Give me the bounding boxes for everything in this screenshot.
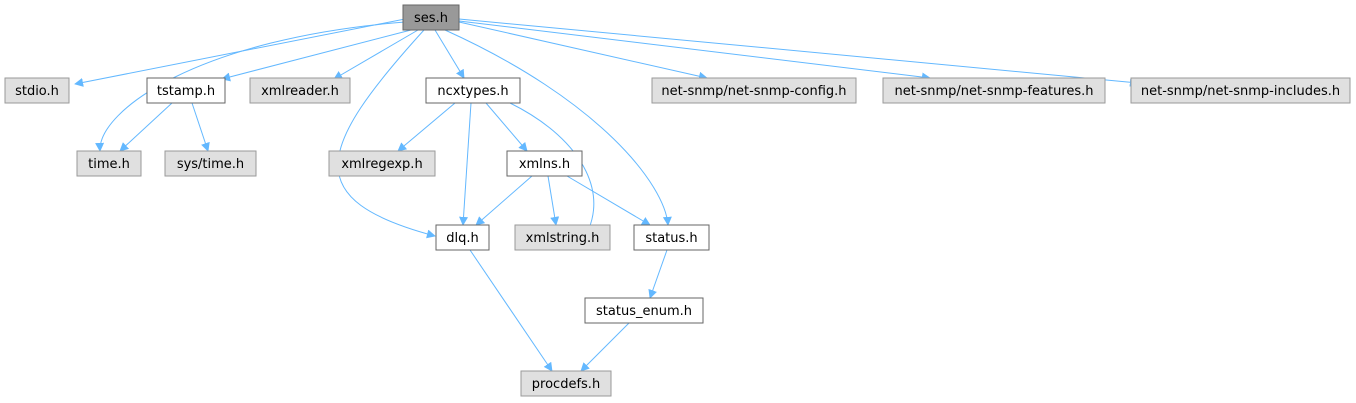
node-box — [76, 150, 142, 177]
node-procdefs[interactable]: procdefs.h — [520, 370, 612, 397]
edge-ses-to-includes — [458, 18, 1139, 87]
node-systime[interactable]: sys/time.h — [164, 150, 257, 177]
node-features[interactable]: net-snmp/net-snmp-features.h — [882, 77, 1106, 104]
edge-xmlns-to-xmlstring — [547, 175, 560, 226]
node-box — [506, 150, 583, 177]
node-label: net-snmp/net-snmp-config.h — [661, 84, 846, 99]
node-label: stdio.h — [15, 84, 59, 99]
node-box — [425, 77, 521, 104]
node-label: ses.h — [414, 11, 448, 26]
node-box — [328, 150, 436, 177]
node-xmlns[interactable]: xmlns.h — [506, 150, 583, 177]
node-includes[interactable]: net-snmp/net-snmp-includes.h — [1130, 77, 1351, 104]
node-label: xmlregexp.h — [341, 157, 422, 172]
node-box — [514, 224, 611, 251]
node-box — [651, 77, 857, 104]
edge-ses-to-dlq — [337, 29, 436, 239]
node-status[interactable]: status.h — [633, 224, 710, 251]
edge-ses-to-time — [95, 21, 406, 152]
edge-tstamp-to-systime — [191, 102, 210, 152]
edge-ses-to-features — [458, 20, 931, 82]
edge-ncxtypes-to-dlq — [459, 102, 472, 226]
node-label: ncxtypes.h — [437, 84, 508, 99]
node-label: procdefs.h — [532, 377, 600, 392]
node-box — [435, 224, 490, 251]
edge-xmlns-to-status — [566, 175, 651, 226]
node-box — [584, 297, 704, 324]
node-xmlregexp[interactable]: xmlregexp.h — [328, 150, 436, 177]
edge-ncxtypes-to-xmlns — [485, 102, 528, 152]
node-box — [1130, 77, 1351, 104]
nodes-layer: ses.h stdio.h tstamp.h xmlreader.h ncxtypes.… — [4, 4, 1351, 397]
edge-xmlns-to-dlq — [475, 175, 533, 226]
edge-ncxtypes-to-xmlregexp — [397, 102, 456, 152]
node-label: tstamp.h — [157, 84, 215, 99]
node-box — [882, 77, 1106, 104]
node-label: net-snmp/net-snmp-includes.h — [1141, 84, 1340, 99]
node-label: status_enum.h — [596, 304, 692, 319]
node-box — [633, 224, 710, 251]
node-label: xmlreader.h — [261, 84, 339, 99]
node-xmlreader[interactable]: xmlreader.h — [249, 77, 351, 104]
node-dlq[interactable]: dlq.h — [435, 224, 490, 251]
node-label: xmlns.h — [519, 157, 570, 172]
edge-ses-to-tstamp — [221, 29, 412, 82]
node-box — [520, 370, 612, 397]
edge-ses-to-ncxtypes — [434, 29, 465, 79]
node-status-enum[interactable]: status_enum.h — [584, 297, 704, 324]
node-xmlstring[interactable]: xmlstring.h — [514, 224, 611, 251]
edge-ses-to-config — [458, 21, 708, 81]
node-ses: ses.h — [402, 4, 460, 31]
node-time[interactable]: time.h — [76, 150, 142, 177]
node-label: status.h — [645, 231, 697, 246]
edge-tstamp-to-time — [119, 102, 173, 152]
node-box — [402, 4, 460, 31]
node-box — [164, 150, 257, 177]
edge-status-to-status_enum — [648, 249, 668, 299]
node-box — [4, 77, 70, 104]
edge-ses-to-status — [444, 29, 672, 226]
node-label: dlq.h — [446, 231, 479, 246]
node-stdio[interactable]: stdio.h — [4, 77, 70, 104]
node-box — [146, 77, 226, 104]
edge-status_enum-to-procdefs — [580, 322, 630, 372]
node-label: net-snmp/net-snmp-features.h — [894, 84, 1093, 99]
node-ncxtypes[interactable]: ncxtypes.h — [425, 77, 521, 104]
edge-ses-to-xmlreader — [333, 29, 419, 80]
node-config[interactable]: net-snmp/net-snmp-config.h — [651, 77, 857, 104]
node-label: sys/time.h — [177, 157, 244, 172]
node-label: time.h — [88, 157, 130, 172]
node-tstamp[interactable]: tstamp.h — [146, 77, 226, 104]
edge-dlq-to-procdefs — [469, 249, 553, 372]
node-box — [249, 77, 351, 104]
node-label: xmlstring.h — [526, 231, 600, 246]
